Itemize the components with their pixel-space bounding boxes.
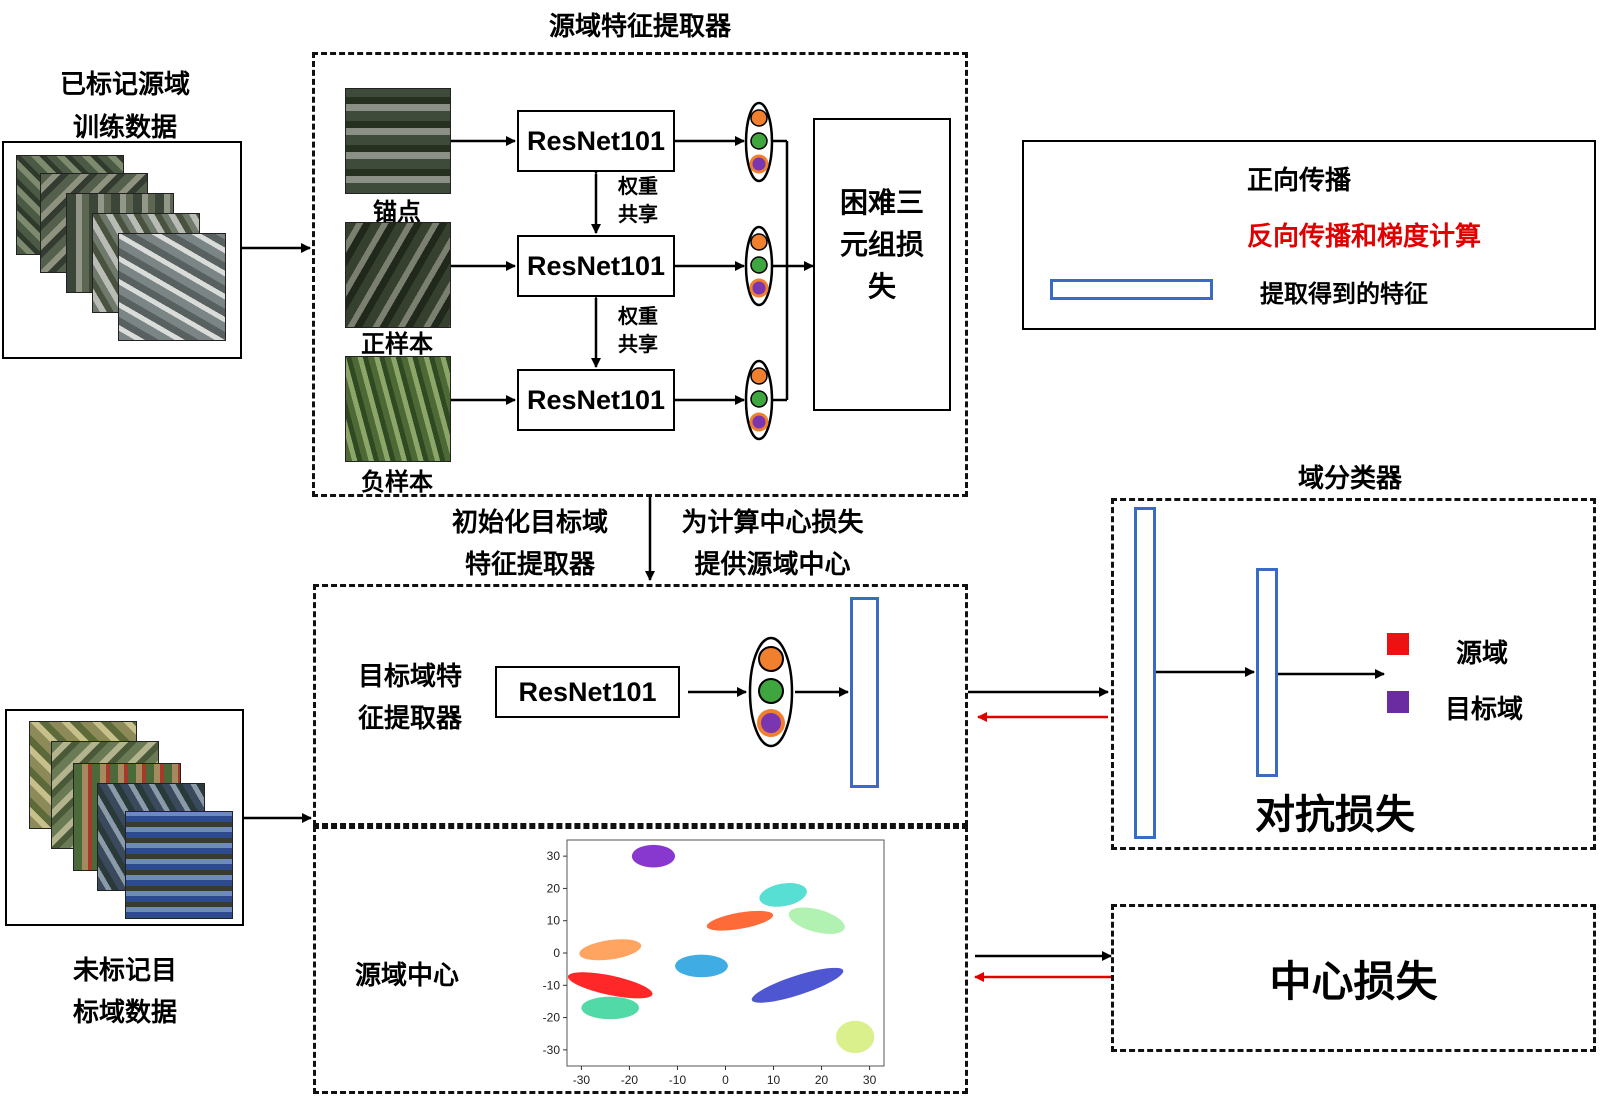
center-loss-region: 中心损失 <box>1111 904 1596 1052</box>
x-tick-label: 10 <box>767 1073 781 1087</box>
scatter-cluster-6 <box>675 954 728 978</box>
labeled-source-data-label: 已标记源域 训练数据 <box>59 70 190 143</box>
target-extractor-region <box>313 584 968 826</box>
x-tick-label: 0 <box>722 1073 729 1087</box>
init-target-extractor-text: 初始化目标域 特征提取器 <box>451 508 608 580</box>
adversarial-loss-label: 对抗损失 <box>1255 792 1415 838</box>
resnet-target-block: ResNet101 <box>495 666 680 718</box>
negative-sample-image <box>345 356 451 462</box>
y-tick-label: 20 <box>547 881 561 895</box>
source-center-label: 源域中心 <box>355 961 460 991</box>
y-tick-label: 10 <box>547 914 561 928</box>
x-tick-label: 30 <box>863 1073 877 1087</box>
legend-forward-label: 正向传播 <box>1247 166 1352 196</box>
scatter-cluster-3 <box>788 907 845 934</box>
triplet-loss-box: 困难三 元组损 失 <box>813 118 951 411</box>
source-domain-swatch <box>1387 633 1409 655</box>
unlabeled-target-data-label: 未标记目 标域数据 <box>72 956 177 1028</box>
y-tick-label: -30 <box>543 1043 561 1057</box>
x-tick-label: -20 <box>621 1073 639 1087</box>
classifier-feature-bar-1 <box>1134 507 1156 839</box>
weight-share-label-2: 权重 共享 <box>618 304 658 356</box>
y-tick-label: 0 <box>553 946 560 960</box>
tsne-scatter-plot: -30 -20 -10 0 10 20 30 30 20 10 0 -10 -20 -30 <box>543 839 885 1087</box>
anchor-image <box>345 88 451 194</box>
center-loss-label: 中心损失 <box>1269 956 1438 1006</box>
x-tick-label: -10 <box>669 1073 687 1087</box>
unlabeled-data-frame <box>5 709 244 926</box>
target-domain-swatch <box>1387 691 1409 713</box>
positive-sample-label: 正样本 <box>361 330 433 358</box>
feature-vector-positive <box>744 225 774 307</box>
scatter-cluster-9 <box>835 1020 875 1054</box>
legend-feature-swatch <box>1050 279 1213 300</box>
scatter-cluster-5 <box>567 972 653 999</box>
legend-backward-label: 反向传播和梯度计算 <box>1247 222 1482 252</box>
provide-source-center-text: 为计算中心损失 提供源域中心 <box>681 508 864 580</box>
classifier-feature-bar-2 <box>1256 568 1278 777</box>
weight-share-label-1: 权重 共享 <box>618 174 658 226</box>
labeled-data-frame <box>2 141 242 359</box>
source-domain-label: 源域 <box>1456 639 1509 669</box>
anchor-label: 锚点 <box>373 198 421 226</box>
triplet-loss-label: 困难三 元组损 失 <box>839 185 924 303</box>
feature-vector-target <box>748 636 794 748</box>
legend-feature-label: 提取得到的特征 <box>1260 280 1428 308</box>
source-center-region <box>313 826 968 1094</box>
target-feature-bar <box>850 597 879 788</box>
y-tick-label: -10 <box>543 978 561 992</box>
domain-classifier-region <box>1111 498 1596 850</box>
scatter-cluster-7 <box>751 967 844 1003</box>
target-domain-label: 目标域 <box>1445 695 1524 725</box>
target-extractor-title: 目标域特 征提取器 <box>357 662 462 734</box>
y-tick-label: 30 <box>547 849 561 863</box>
domain-classifier-title: 域分类器 <box>1297 464 1402 494</box>
positive-sample-image <box>345 222 451 328</box>
scatter-cluster-4 <box>579 939 642 961</box>
scatter-cluster-2 <box>706 910 774 931</box>
x-tick-label: -30 <box>573 1073 591 1087</box>
y-tick-label: -20 <box>543 1011 561 1025</box>
resnet-negative-block: ResNet101 <box>517 369 675 431</box>
scatter-cluster-8 <box>581 996 640 1020</box>
negative-sample-label: 负样本 <box>361 468 433 496</box>
feature-vector-negative <box>744 359 774 441</box>
scatter-cluster-1 <box>759 883 807 907</box>
source-extractor-region <box>312 52 968 497</box>
source-extractor-title: 源域特征提取器 <box>548 12 731 42</box>
feature-vector-anchor <box>744 101 774 183</box>
aerial-image-thumbnail <box>125 811 233 919</box>
scatter-cluster-0 <box>631 844 676 868</box>
x-tick-label: 20 <box>815 1073 829 1087</box>
resnet-anchor-block: ResNet101 <box>517 110 675 172</box>
resnet-positive-block: ResNet101 <box>517 235 675 297</box>
aerial-image-thumbnail <box>118 233 226 341</box>
